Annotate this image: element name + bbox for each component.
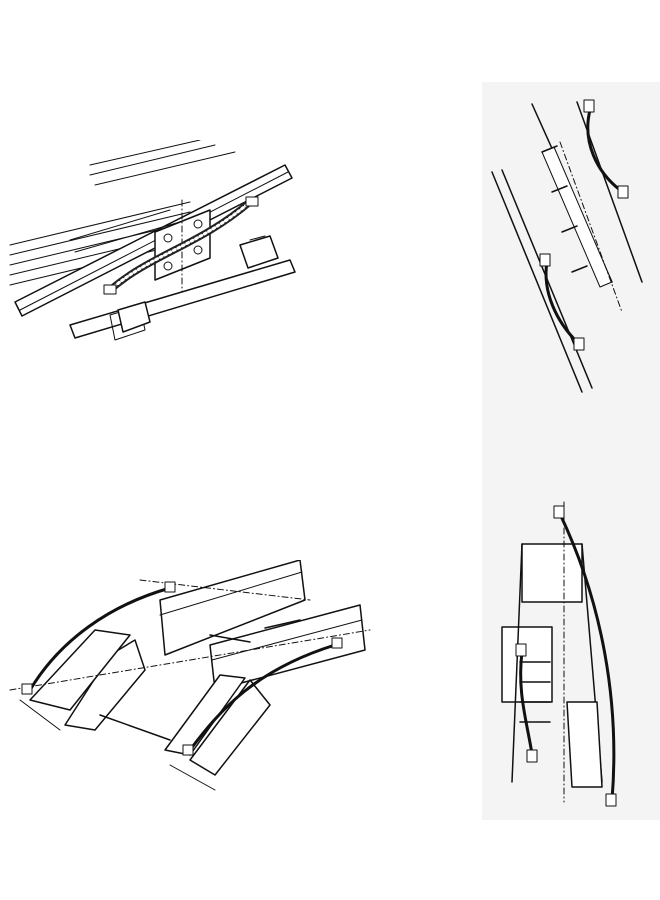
vertical-tray-upper [491,101,643,393]
bend-outer-rail [159,560,306,656]
jumper-lug-bottom [617,185,629,199]
jumper-lug-bend-bottom [182,744,194,756]
vertical-tray-lower [501,501,603,803]
jumper-lug-left [103,284,117,295]
jumper-lug-long-bottom [605,793,617,807]
bend-inner-rail [209,604,366,691]
strut-support-front [69,259,296,341]
horizontal-bend-drawing [9,560,371,791]
vertical-runs-drawing [491,99,643,807]
ladder-rungs-upper [541,145,588,273]
ladder-rail-rear [69,140,236,253]
vertical-runs-figure [482,82,660,820]
bend-right-leg [164,674,271,776]
jumper-lug-short-bottom [526,749,538,763]
strut-support-rear [239,235,279,269]
jumper-lug-short-top [515,643,527,657]
jumper-lug-mid-top [539,253,551,267]
bonding-jumper-upper [539,99,629,351]
straight-joint-figure [0,140,300,360]
horizontal-bend-figure [0,560,380,800]
bonding-jumper-lower [515,505,617,807]
jumper-lug-bend-left [21,683,33,695]
bonding-jumper [103,196,259,295]
jumper-lug-bend-top [164,581,176,593]
jumper-lug-long-top [553,505,565,519]
jumper-lug-right [245,196,259,207]
bend-bonding-jumpers [21,581,343,756]
jumper-lug-mid-bottom [573,337,585,351]
jumper-lug-bend-right [331,637,343,649]
ladder-side-rail [14,164,293,317]
bend-rungs [99,619,301,741]
jumper-lug-top [583,99,595,113]
bend-left-leg [29,629,146,731]
splice-plate [154,199,211,301]
straight-joint-drawing [9,140,296,341]
